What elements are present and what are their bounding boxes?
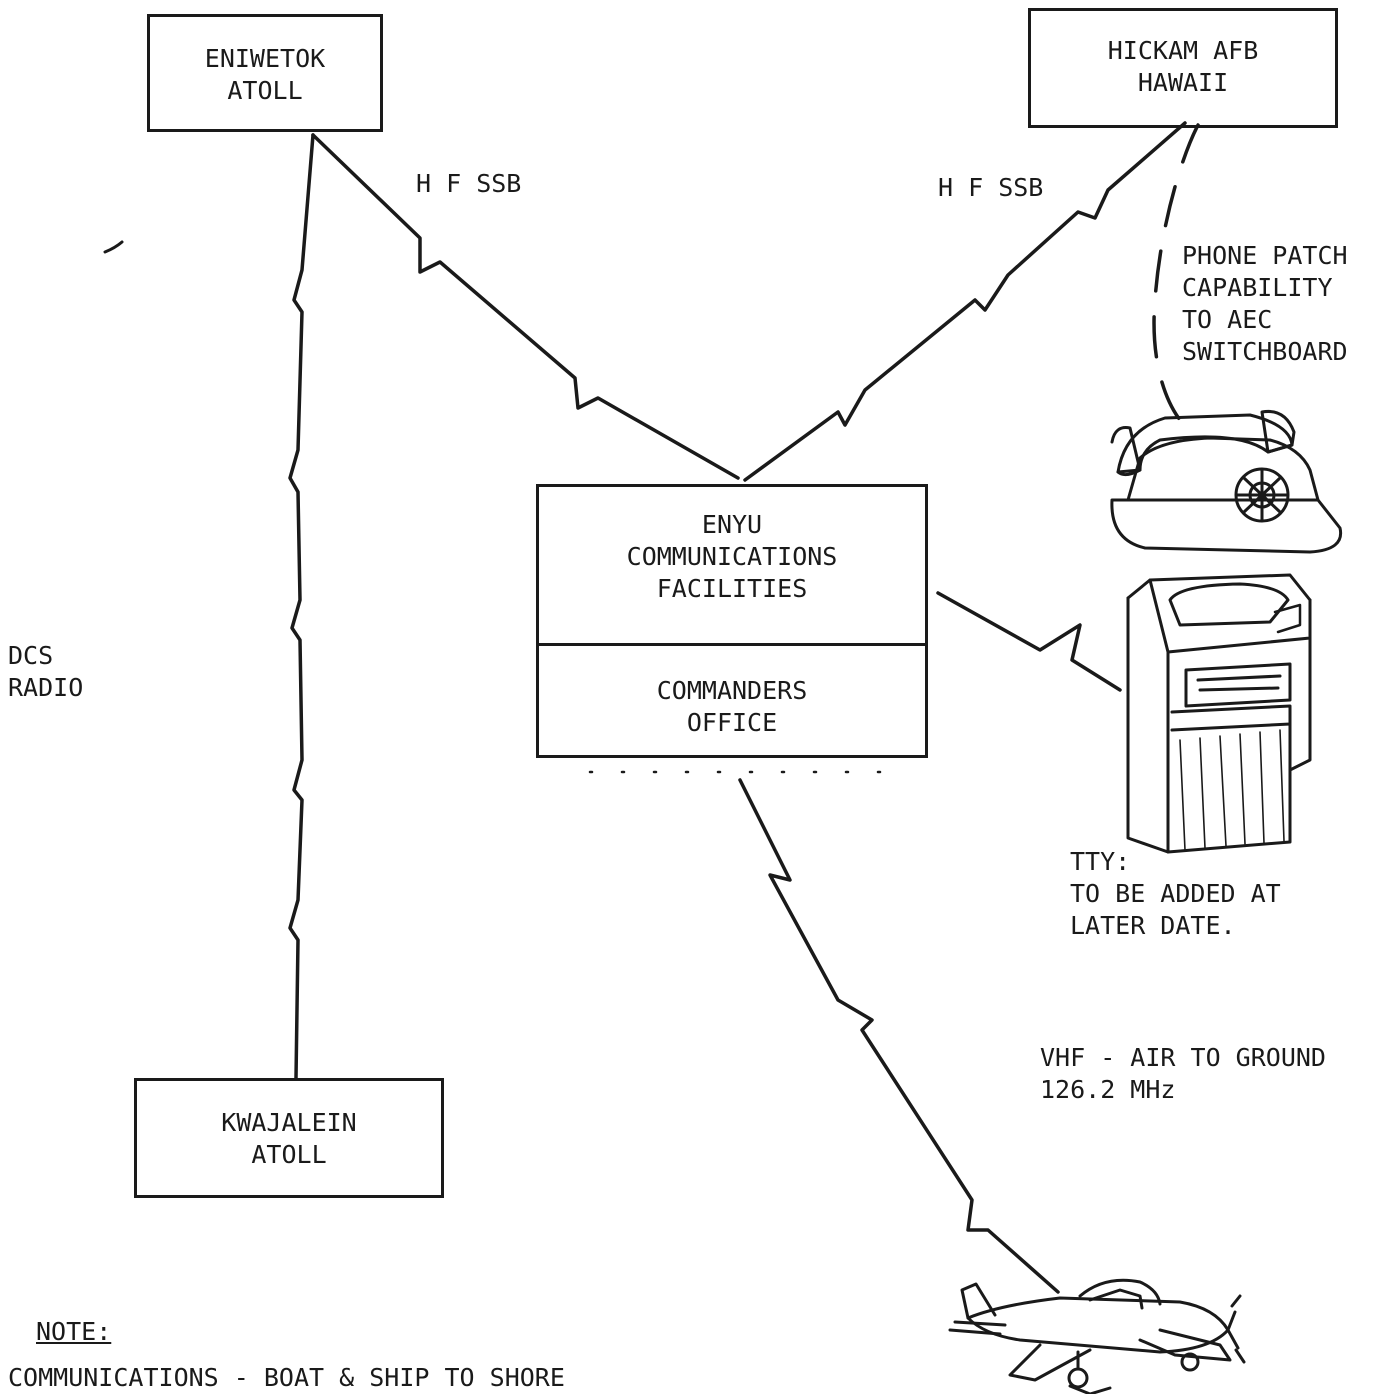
vhf-link [738, 778, 1060, 1294]
hf-ssb-link-right [743, 121, 1187, 482]
hickam-afb-box: HICKAM AFB HAWAII [1028, 8, 1338, 128]
phone-patch-link [1152, 123, 1200, 422]
dcs-radio-label: DCS RADIO [8, 641, 84, 702]
hf-ssb-link-left [311, 133, 740, 480]
kwajalein-atoll-box: KWAJALEIN ATOLL [134, 1078, 444, 1198]
phone-patch-label: PHONE PATCH CAPABILITY TO AEC SWITCHBOAR… [1182, 241, 1348, 366]
note-text: COMMUNICATIONS - BOAT & SHIP TO SHORE [8, 1363, 565, 1392]
tty-label: TTY: TO BE ADDED AT LATER DATE. [1070, 847, 1281, 940]
box-divider [539, 643, 925, 646]
tty-link [936, 591, 1122, 692]
stray-mark [103, 240, 124, 254]
hf-ssb-label-right: H F SSB [938, 173, 1044, 202]
vhf-label: VHF - AIR TO GROUND 126.2 MHz [1040, 1043, 1326, 1104]
hickam-afb-label: HICKAM AFB HAWAII [1107, 36, 1259, 97]
airplane-icon [948, 1278, 1246, 1394]
enyu-facilities-box: ENYU COMMUNICATIONS FACILITIES COMMANDER… [536, 484, 928, 758]
enyu-communications-label: ENYU COMMUNICATIONS FACILITIES [626, 510, 838, 603]
note-heading: NOTE: [36, 1317, 112, 1346]
commanders-office-label: COMMANDERS OFFICE [656, 676, 808, 737]
eniwetok-atoll-label: ENIWETOK ATOLL [204, 44, 326, 105]
teletype-icon [1126, 573, 1312, 854]
kwajalein-atoll-label: KWAJALEIN ATOLL [221, 1108, 357, 1169]
telephone-icon [1110, 409, 1343, 554]
hf-ssb-label-left: H F SSB [416, 169, 522, 198]
eniwetok-atoll-box: ENIWETOK ATOLL [147, 14, 383, 132]
dcs-radio-link [288, 133, 315, 1080]
